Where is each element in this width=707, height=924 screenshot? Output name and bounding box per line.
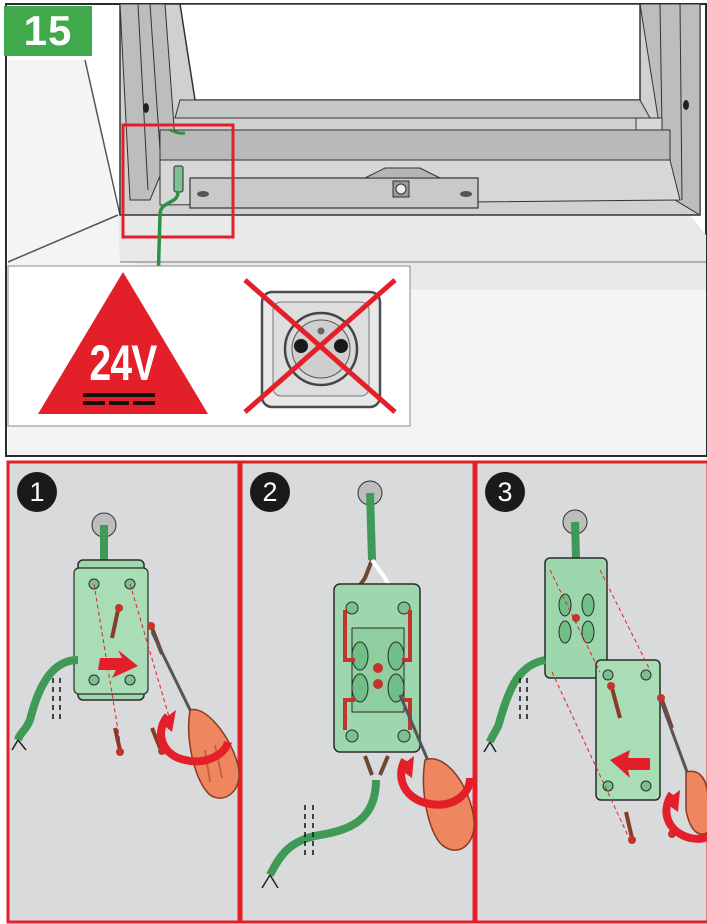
step-panel-3 — [474, 460, 707, 924]
step-3-illustration — [483, 509, 707, 844]
arrow-icon — [610, 750, 650, 778]
cable-icon — [156, 191, 180, 286]
step-number-badge: 15 — [4, 6, 92, 56]
rotate-arrow-icon — [662, 791, 707, 843]
connector-icon — [73, 559, 149, 701]
rotate-arrow-icon — [397, 758, 474, 809]
window-scene — [5, 3, 707, 457]
step-2-illustration — [261, 480, 475, 889]
steps-area — [6, 460, 707, 924]
crossed-socket-icon — [243, 278, 397, 414]
step-number-2: 2 — [250, 472, 290, 512]
window-frame — [119, 3, 701, 216]
rotate-arrow-icon — [157, 713, 232, 766]
screwdriver-icon — [660, 703, 707, 835]
triangle-warning-icon — [38, 272, 208, 414]
step-number-3: 3 — [485, 472, 525, 512]
arrow-icon — [98, 650, 138, 678]
step-number-1: 1 — [17, 472, 57, 512]
step-1-illustration — [11, 512, 240, 799]
voltage-label: 24V — [89, 335, 157, 391]
